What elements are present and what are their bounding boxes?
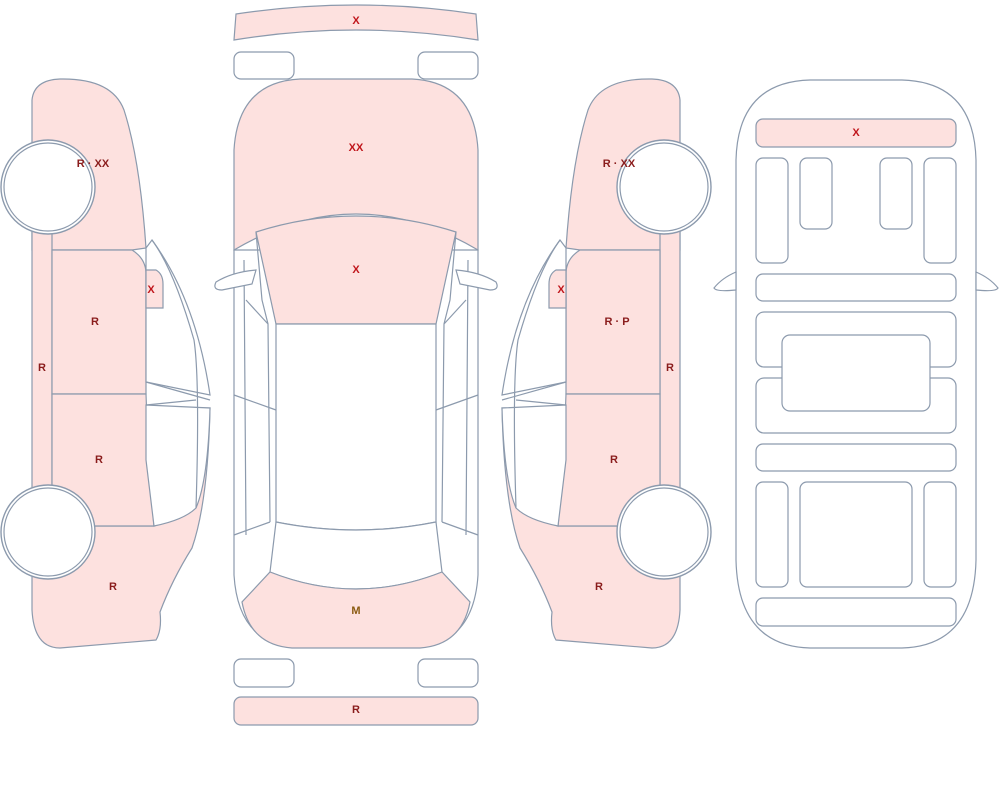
underbody-view: X	[713, 79, 999, 649]
underbody-tunnel[interactable]	[781, 334, 931, 412]
underbody-rear-center[interactable]	[799, 481, 913, 588]
left-rear-wheel[interactable]	[0, 484, 96, 580]
rear-left-light[interactable]	[233, 658, 295, 688]
left-rocker-panel[interactable]	[31, 229, 53, 527]
underbody-front-inner-right[interactable]	[879, 157, 913, 230]
top-view: X XX X M R	[214, 4, 498, 726]
underbody-front-right-rail[interactable]	[923, 157, 957, 264]
right-front-fender-label: R · XX	[603, 158, 636, 170]
right-side-view: R · XX X R · P R R R	[501, 78, 712, 649]
front-crossmember-panel[interactable]	[755, 118, 957, 148]
underbody-front-inner-left[interactable]	[799, 157, 833, 230]
front-left-light[interactable]	[233, 51, 295, 80]
left-front-door-panel[interactable]	[51, 249, 147, 395]
right-rocker-label: R	[666, 362, 674, 374]
hood-panel[interactable]	[233, 78, 479, 252]
top-left-mirror[interactable]	[214, 269, 257, 291]
front-bumper-panel[interactable]	[233, 4, 479, 41]
trunk-panel[interactable]	[241, 571, 471, 649]
underbody-crossmember-2[interactable]	[755, 273, 957, 302]
right-side-mirror[interactable]	[548, 269, 567, 309]
left-mirror-label: X	[147, 284, 155, 296]
front-crossmember-label: X	[852, 127, 860, 139]
rear-right-light[interactable]	[417, 658, 479, 688]
right-front-door-label: R · P	[604, 316, 629, 328]
right-mirror-label: X	[557, 284, 565, 296]
hood-label: XX	[349, 142, 364, 154]
left-rear-quarter-label: R	[109, 581, 117, 593]
right-side-glass[interactable]	[501, 238, 567, 396]
left-front-wheel[interactable]	[0, 139, 96, 235]
windshield-label: X	[352, 264, 360, 276]
right-front-wheel-rim	[619, 142, 709, 232]
front-bumper-label: X	[352, 15, 360, 27]
right-rocker-panel[interactable]	[659, 229, 681, 527]
right-rear-quarter-label: R	[595, 581, 603, 593]
underbody-rear-crossmember[interactable]	[755, 597, 957, 627]
left-door-lines	[233, 231, 277, 536]
top-right-mirror[interactable]	[455, 269, 498, 291]
left-rear-wheel-rim	[3, 487, 93, 577]
front-right-light[interactable]	[417, 51, 479, 80]
underbody-crossmember-3[interactable]	[755, 443, 957, 472]
right-door-lines	[435, 231, 479, 536]
trunk-label: M	[351, 605, 360, 617]
underbody-rear-right-rail[interactable]	[923, 481, 957, 588]
right-front-wheel[interactable]	[616, 139, 712, 235]
left-rocker-label: R	[38, 362, 46, 374]
windshield-panel[interactable]	[255, 215, 457, 325]
underbody-left-flap	[713, 271, 737, 292]
right-side-lines	[501, 239, 567, 509]
roof-panel[interactable]	[275, 323, 437, 531]
left-front-fender-label: R · XX	[77, 158, 110, 170]
left-side-glass[interactable]	[145, 238, 211, 396]
underbody-rear-left-rail[interactable]	[755, 481, 789, 588]
underbody-right-flap	[975, 271, 999, 292]
left-side-lines	[145, 239, 211, 509]
left-side-view: R · XX X R R R R	[0, 78, 211, 649]
left-side-mirror[interactable]	[145, 269, 164, 309]
right-rear-wheel[interactable]	[616, 484, 712, 580]
left-front-door-label: R	[91, 316, 99, 328]
rear-window[interactable]	[269, 521, 443, 590]
left-front-wheel-rim	[3, 142, 93, 232]
left-rear-door-label: R	[95, 454, 103, 466]
rear-bumper-label: R	[352, 704, 360, 716]
rear-bumper-panel[interactable]	[233, 696, 479, 726]
right-rear-door-label: R	[610, 454, 618, 466]
underbody-front-left-rail[interactable]	[755, 157, 789, 264]
right-rear-wheel-rim	[619, 487, 709, 577]
